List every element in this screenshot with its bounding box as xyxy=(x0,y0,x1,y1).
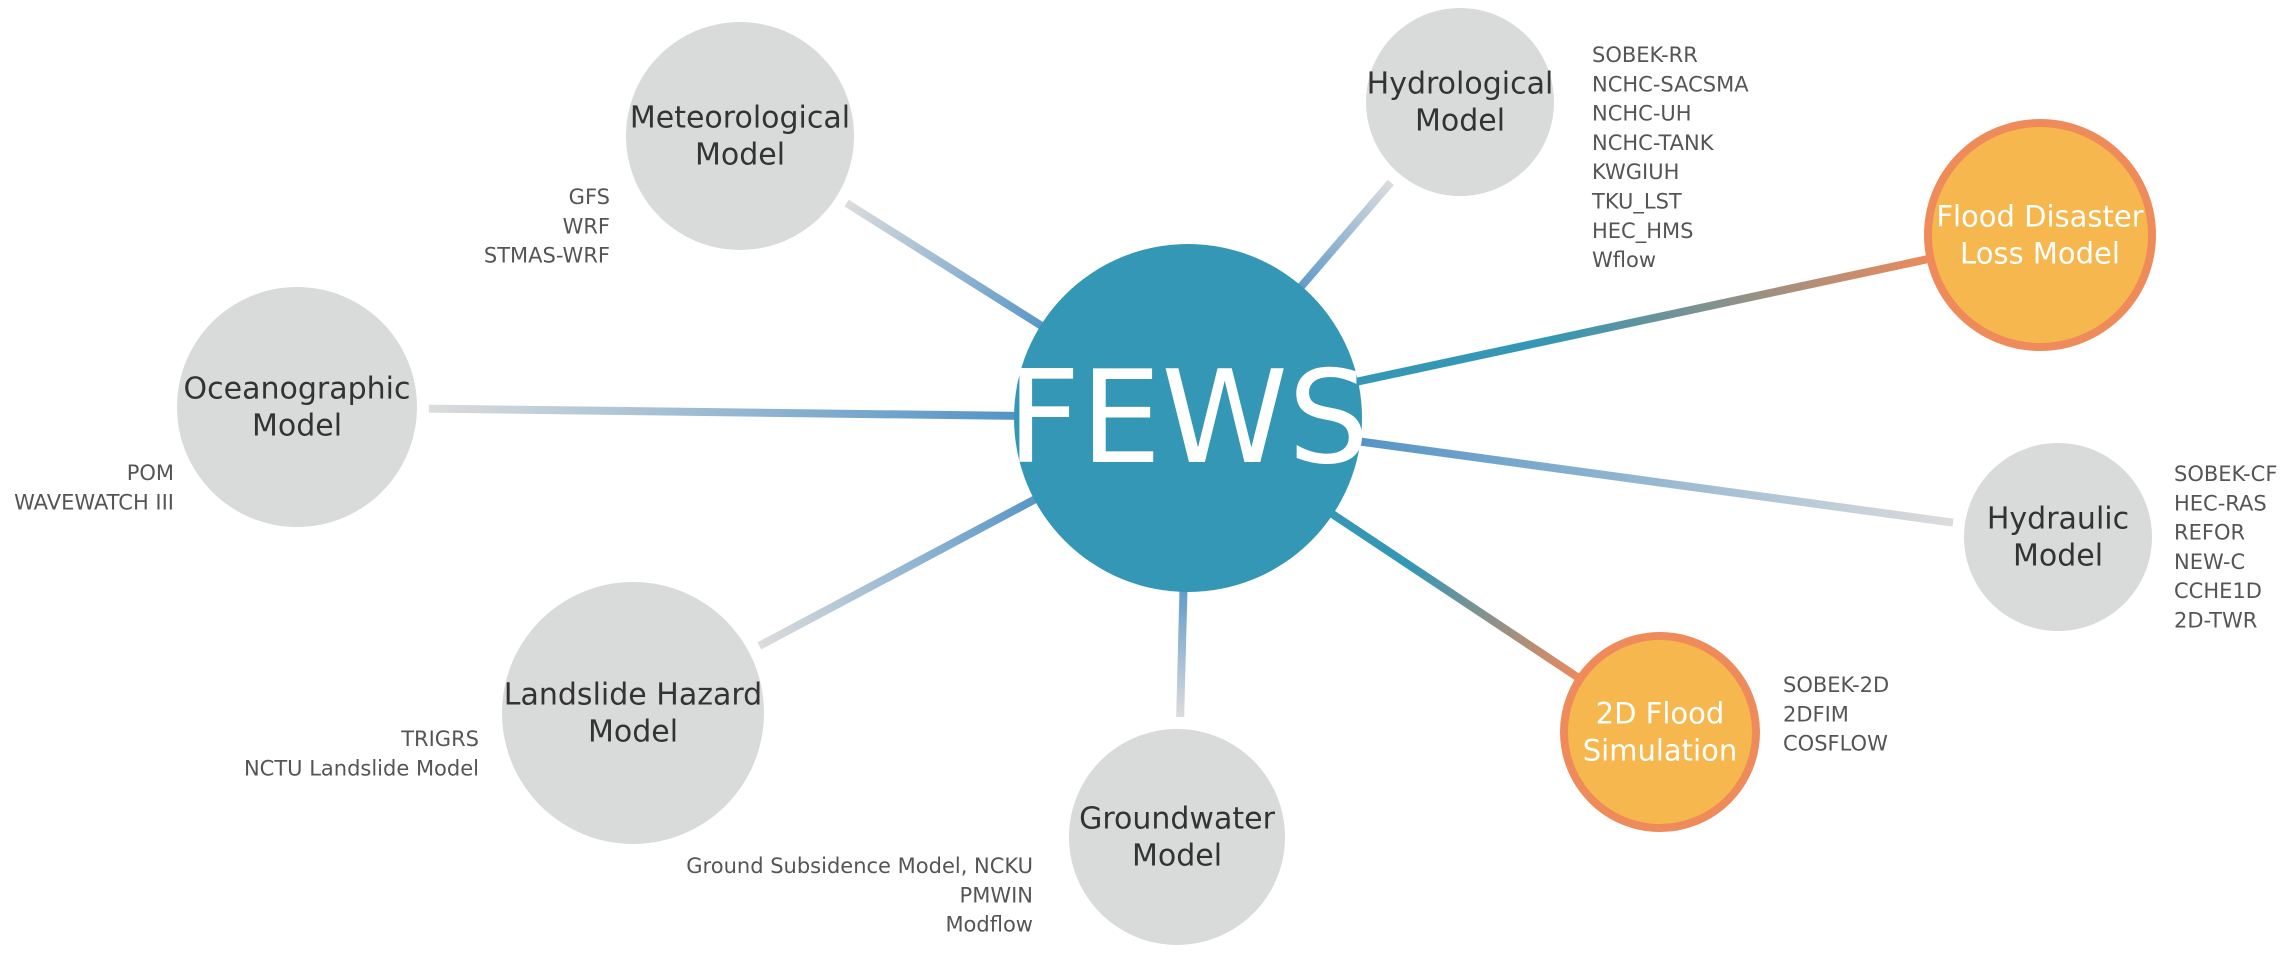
node-label-2d-flood-simulation: 2D Flood xyxy=(1596,697,1725,731)
node-label-hydraulic: Hydraulic xyxy=(1987,502,2129,537)
model-item: STMAS-WRF xyxy=(484,244,610,268)
node-label-oceanographic: Model xyxy=(252,409,342,444)
model-item: HEC_HMS xyxy=(1592,219,1693,244)
node-circle-oceanographic[interactable] xyxy=(177,287,417,527)
model-item: 2D-TWR xyxy=(2174,609,2257,633)
nodes: MeteorologicalModelGFSWRFSTMAS-WRFHydrol… xyxy=(14,8,2277,945)
node-label-groundwater: Groundwater xyxy=(1079,802,1275,837)
model-list-hydraulic: SOBEK-CF HEC-RAS REFOR NEW-C CCHE1D 2D-TWR xyxy=(2174,462,2277,633)
edge-fews-to-oceanographic xyxy=(428,404,1035,421)
model-list-groundwater: Ground Subsidence Model, NCKU PMWIN Modflo… xyxy=(686,854,1033,937)
model-item: Wflow xyxy=(1592,248,1656,272)
model-item: 2DFIM xyxy=(1783,702,1849,726)
model-item: CCHE1D xyxy=(2174,579,2262,603)
node-label-landslide-hazard: Model xyxy=(588,715,678,750)
fews-hub[interactable]: FEWS xyxy=(1007,244,1369,592)
node-label-landslide-hazard: Landslide Hazard xyxy=(504,678,762,713)
fews-hub-label: FEWS xyxy=(1007,344,1369,493)
node-label-2d-flood-simulation: Simulation xyxy=(1583,734,1737,768)
model-item: NCHC-SACSMA xyxy=(1592,72,1749,96)
edge-fews-to-hydrological xyxy=(1285,179,1394,304)
model-item: COSFLOW xyxy=(1783,732,1888,756)
model-item: NCHC-TANK xyxy=(1592,131,1715,155)
edge-fews-to-landslide-hazard xyxy=(757,486,1054,650)
node-circle-landslide-hazard[interactable] xyxy=(502,582,764,844)
node-circle-hydrological[interactable] xyxy=(1366,8,1554,196)
model-item: REFOR xyxy=(2174,521,2245,545)
model-list-landslide-hazard: TRIGRS NCTU Landslide Model xyxy=(244,727,479,780)
model-item: PMWIN xyxy=(960,883,1033,907)
model-item: GFS xyxy=(569,185,610,209)
node-circle-2d-flood-simulation[interactable] xyxy=(1560,632,1760,832)
node-label-hydrological: Hydrological xyxy=(1367,67,1554,102)
edge-fews-to-2d-flood-simulation xyxy=(1314,499,1586,685)
model-item: POM xyxy=(127,461,174,485)
model-item: Ground Subsidence Model, NCKU xyxy=(686,854,1033,878)
model-item: TKU_LST xyxy=(1591,190,1682,215)
model-item: TRIGRS xyxy=(400,727,479,751)
model-item: Modflow xyxy=(945,913,1033,937)
model-item: HEC-RAS xyxy=(2174,491,2267,515)
edges xyxy=(428,179,1954,718)
edge-fews-to-meteorological xyxy=(844,199,1060,340)
edge-fews-to-hydraulic xyxy=(1340,434,1954,527)
model-item: KWGIUH xyxy=(1592,160,1679,184)
model-item: NCHC-UH xyxy=(1592,102,1692,126)
model-item: NCTU Landslide Model xyxy=(244,756,479,780)
node-label-hydraulic: Model xyxy=(2013,539,2103,574)
node-label-oceanographic: Oceanographic xyxy=(184,372,411,407)
fews-hub-circle[interactable] xyxy=(1014,244,1362,592)
model-item: NEW-C xyxy=(2174,550,2245,574)
node-label-meteorological: Meteorological xyxy=(630,101,850,136)
node-circle-groundwater[interactable] xyxy=(1069,729,1285,945)
node-circle-hydraulic[interactable] xyxy=(1964,443,2152,631)
node-label-flood-disaster-loss: Loss Model xyxy=(1960,237,2120,271)
model-item: WRF xyxy=(563,214,610,238)
model-list-meteorological: GFS WRF STMAS-WRF xyxy=(484,185,610,268)
node-circle-meteorological[interactable] xyxy=(626,22,854,250)
node-label-meteorological: Model xyxy=(695,138,785,173)
edge-fews-to-flood-disaster-loss xyxy=(1337,253,1936,390)
model-list-hydrological: SOBEK-RR NCHC-SACSMA NCHC-UH NCHC-TANK KWGIU… xyxy=(1591,43,1749,272)
model-item: SOBEK-CF xyxy=(2174,462,2277,486)
model-item: SOBEK-2D xyxy=(1783,673,1889,697)
model-item: WAVEWATCH III xyxy=(14,490,174,514)
model-list-oceanographic: POM WAVEWATCH III xyxy=(14,461,174,514)
edge-fews-to-groundwater xyxy=(1176,571,1188,718)
model-item: SOBEK-RR xyxy=(1592,43,1698,67)
node-label-hydrological: Model xyxy=(1415,104,1505,139)
node-label-flood-disaster-loss: Flood Disaster xyxy=(1936,200,2143,234)
node-circle-flood-disaster-loss[interactable] xyxy=(1924,119,2156,351)
model-list-2d-flood-simulation: SOBEK-2D 2DFIM COSFLOW xyxy=(1783,673,1889,756)
node-label-groundwater: Model xyxy=(1132,839,1222,874)
